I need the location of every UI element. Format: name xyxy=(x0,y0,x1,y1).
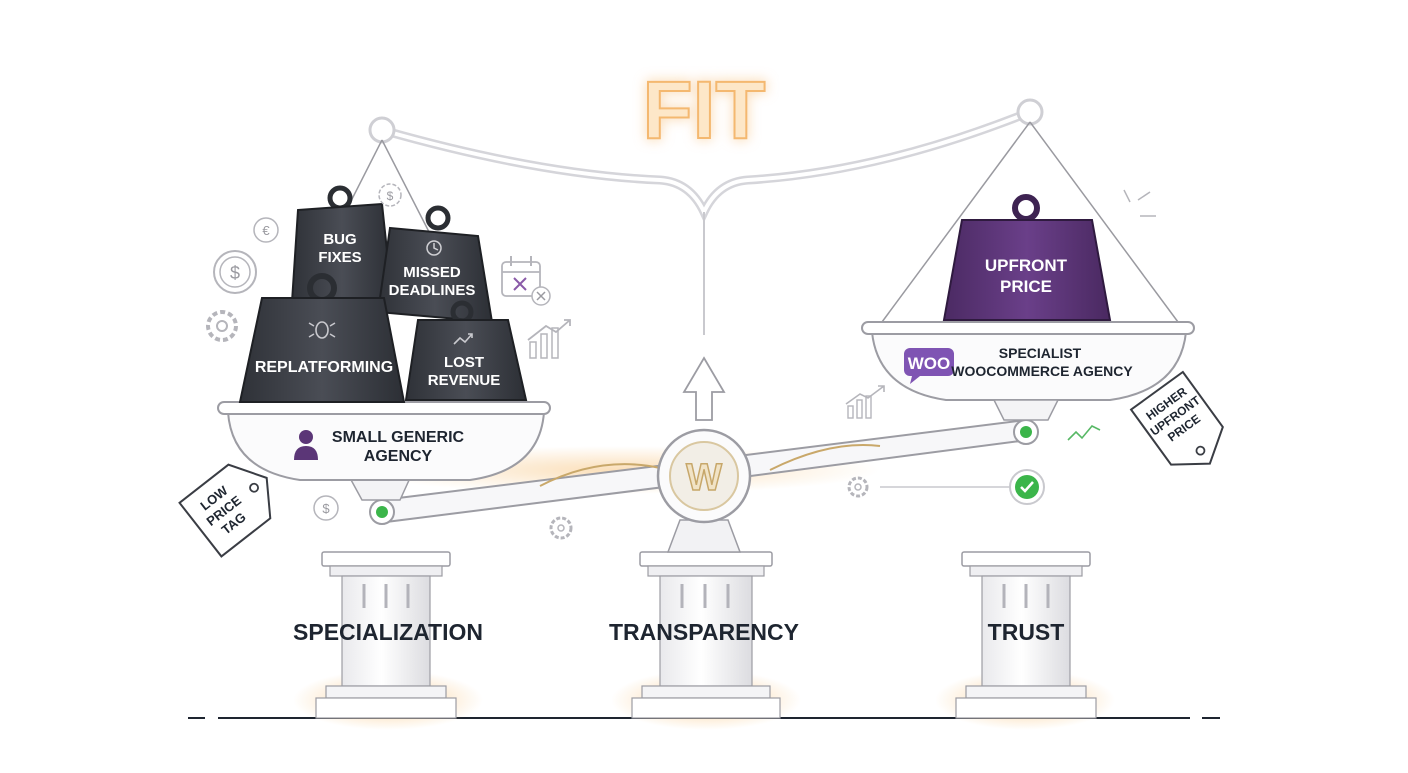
weight-missed-line2: DEADLINES xyxy=(389,282,476,299)
checkmark-icon xyxy=(1009,469,1045,505)
dollar-small-icon: $ xyxy=(313,495,339,521)
weight-lost-revenue: LOST REVENUE xyxy=(404,300,528,401)
weight-upfront-price: UPFRONT PRICE xyxy=(942,194,1112,321)
gear-right-icon xyxy=(847,476,869,498)
title: FIT xyxy=(643,65,766,156)
left-pan-label-line2: AGENCY xyxy=(364,448,433,465)
euro-coin-icon: € xyxy=(253,217,279,243)
spark-lines xyxy=(1123,189,1156,217)
trend-up-icon xyxy=(453,333,473,345)
left-pan-label-line1: SMALL GENERIC xyxy=(332,429,465,446)
weight-lost-line1: LOST xyxy=(444,354,484,371)
pillar-label-specialization: SPECIALIZATION xyxy=(293,619,483,645)
weight-bug-fixes-line2: FIXES xyxy=(318,249,361,266)
left-hanger-ring xyxy=(368,116,396,144)
pillar-trust xyxy=(955,551,1097,719)
weight-lost-line2: REVENUE xyxy=(428,372,501,389)
weight-upfront-line1: UPFRONT xyxy=(985,256,1068,275)
pillar-label-transparency: TRANSPARENCY xyxy=(609,619,799,645)
center-logo: W xyxy=(686,457,722,499)
dollar-coin-icon: $ xyxy=(213,250,257,294)
person-icon xyxy=(294,430,318,460)
gear-icon xyxy=(206,310,238,342)
higher-price-tag: HIGHER UPFRONT PRICE xyxy=(1129,370,1224,466)
dollar-gear-icon: $ xyxy=(378,183,402,207)
left-pan xyxy=(217,401,551,481)
pillar-specialization xyxy=(315,551,457,719)
trend-green-icon xyxy=(1067,425,1101,441)
right-pan-label-line1: SPECIALIST xyxy=(999,345,1082,361)
weight-missed-deadlines: MISSED DEADLINES xyxy=(376,205,494,324)
weight-replatforming: REPLATFORMING xyxy=(238,273,406,403)
weight-bug-fixes: BUG FIXES xyxy=(290,185,394,304)
svg-text:$: $ xyxy=(230,263,240,283)
balance-stand xyxy=(666,356,742,553)
woo-logo-text: WOO xyxy=(908,354,951,373)
gear-small-icon xyxy=(549,516,573,540)
chart-right-icon xyxy=(845,385,885,419)
weight-missed-line1: MISSED xyxy=(403,264,461,281)
right-hanger-ring xyxy=(1016,98,1044,126)
svg-text:$: $ xyxy=(387,189,394,203)
weight-replatforming-label: REPLATFORMING xyxy=(255,359,393,376)
weight-bug-fixes-line1: BUG xyxy=(323,231,356,248)
calendar-x-icon xyxy=(501,256,551,306)
svg-text:€: € xyxy=(262,223,270,238)
clock-icon xyxy=(426,240,442,256)
weight-upfront-line2: PRICE xyxy=(1000,277,1052,296)
bug-icon xyxy=(308,321,336,339)
chart-icon xyxy=(527,319,571,359)
pillar-label-trust: TRUST xyxy=(988,619,1065,645)
woo-logo: WOO xyxy=(904,348,954,384)
right-pan-label-line2: WOOCOMMERCE AGENCY xyxy=(951,363,1133,379)
low-price-tag: LOW PRICE TAG xyxy=(178,463,272,558)
pillar-transparency xyxy=(631,551,781,719)
svg-text:$: $ xyxy=(322,501,330,516)
